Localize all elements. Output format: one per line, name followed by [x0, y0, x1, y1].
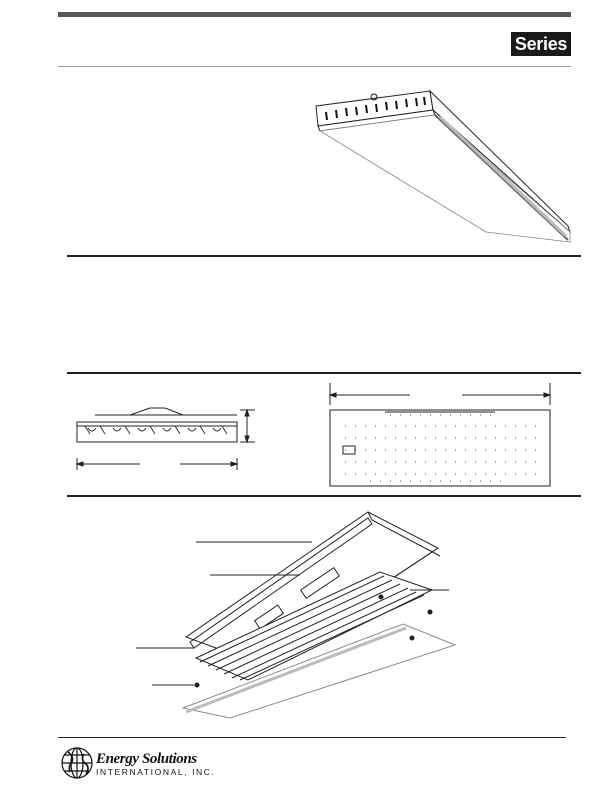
- section-divider: [67, 372, 581, 374]
- series-badge: Series: [511, 32, 571, 56]
- company-logo-name: Energy Solutions: [96, 751, 197, 767]
- header-divider: [58, 66, 571, 67]
- footer-divider: [58, 737, 566, 738]
- section-divider: [67, 495, 581, 497]
- section-divider: [67, 255, 581, 257]
- header-bar: [58, 12, 571, 17]
- company-logo-subtitle: INTERNATIONAL, INC.: [96, 767, 216, 777]
